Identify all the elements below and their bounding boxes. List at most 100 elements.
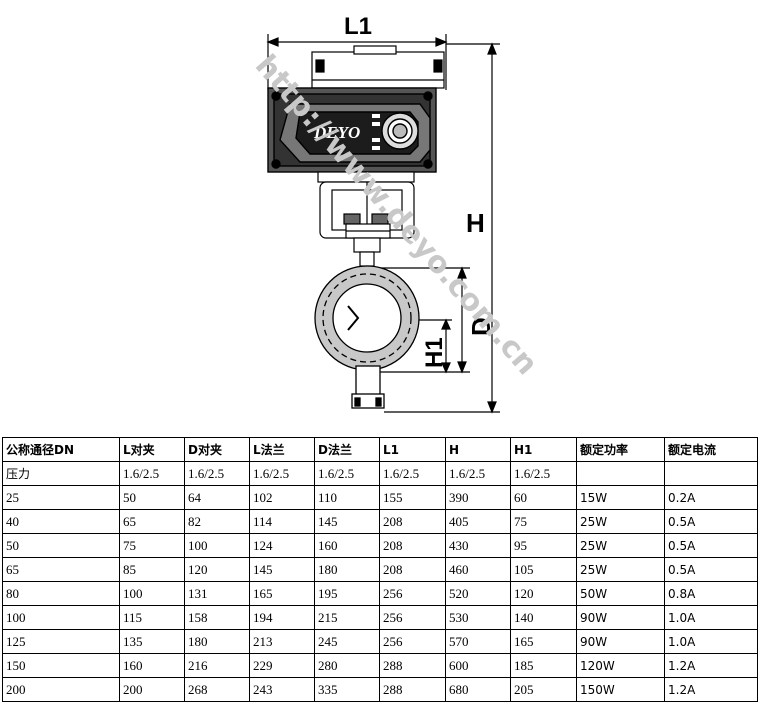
table-cell: 180 [184, 629, 250, 654]
table-cell: 195 [314, 581, 380, 606]
table-cell: 1.2A [664, 677, 758, 702]
table-cell: 155 [379, 485, 446, 510]
column-header: 公称通径DN [2, 437, 120, 462]
valve-body [314, 265, 420, 409]
table-cell: 64 [184, 485, 250, 510]
table-cell: 570 [445, 629, 511, 654]
dimension-h1 [416, 318, 452, 374]
table-cell: 85 [119, 557, 185, 582]
table-cell: 50 [2, 533, 120, 558]
table-cell: 0.5A [664, 509, 758, 534]
table-cell: 208 [379, 557, 446, 582]
table-cell: 50W [576, 581, 665, 606]
table-cell: 1.2A [664, 653, 758, 678]
table-cell: 165 [510, 629, 577, 654]
table-cell: 160 [119, 653, 185, 678]
table-cell: 1.6/2.5 [445, 461, 511, 486]
table-cell: 229 [249, 653, 315, 678]
table-cell: 185 [510, 653, 577, 678]
table-cell: 245 [314, 629, 380, 654]
table-cell: 0.5A [664, 557, 758, 582]
table-cell: 100 [184, 533, 250, 558]
table-cell: 75 [119, 533, 185, 558]
table-cell: 243 [249, 677, 315, 702]
table-cell: 115 [119, 605, 185, 630]
table-cell: 100 [119, 581, 185, 606]
column-header: L对夹 [119, 437, 185, 462]
table-cell: 430 [445, 533, 511, 558]
table-cell: 1.0A [664, 605, 758, 630]
table-cell: 25W [576, 509, 665, 534]
table-cell: 120 [510, 581, 577, 606]
table-cell: 390 [445, 485, 511, 510]
table-cell: 120W [576, 653, 665, 678]
table-cell: 200 [2, 677, 120, 702]
table-cell: 105 [510, 557, 577, 582]
table-cell: 1.6/2.5 [184, 461, 250, 486]
brand-logo: DEYO [313, 123, 360, 142]
table-cell: 158 [184, 605, 250, 630]
table-cell: 140 [510, 605, 577, 630]
table-cell: 280 [314, 653, 380, 678]
table-cell: 114 [249, 509, 315, 534]
table-cell: 405 [445, 509, 511, 534]
table-cell: 100 [2, 605, 120, 630]
dimension-h-label: H [466, 208, 485, 238]
table-cell: 194 [249, 605, 315, 630]
dimension-l1-label: L1 [344, 13, 372, 40]
dimension-h [384, 42, 500, 414]
table-cell: 1.6/2.5 [379, 461, 446, 486]
dimension-d [380, 266, 470, 374]
table-cell: 95 [510, 533, 577, 558]
table-cell: 82 [184, 509, 250, 534]
dimension-d-label: D [466, 317, 496, 336]
table-cell: 1.6/2.5 [249, 461, 315, 486]
table-cell: 102 [249, 485, 315, 510]
table-cell: 520 [445, 581, 511, 606]
column-header: D对夹 [184, 437, 250, 462]
table-cell: 160 [314, 533, 380, 558]
table-cell: 120 [184, 557, 250, 582]
table-cell: 335 [314, 677, 380, 702]
table-cell: 75 [510, 509, 577, 534]
table-cell: 208 [379, 509, 446, 534]
table-cell: 213 [249, 629, 315, 654]
column-header: 额定功率 [576, 437, 665, 462]
table-cell: 216 [184, 653, 250, 678]
table-cell: 135 [119, 629, 185, 654]
table-cell: 25 [2, 485, 120, 510]
table-cell: 1.6/2.5 [510, 461, 577, 486]
actuator-housing [267, 87, 437, 173]
column-header: H1 [510, 437, 577, 462]
column-header: L法兰 [249, 437, 315, 462]
table-cell: 65 [119, 509, 185, 534]
table-cell: 0.8A [664, 581, 758, 606]
column-header: H [445, 437, 511, 462]
table-cell: 124 [249, 533, 315, 558]
table-cell: 压力 [2, 461, 120, 486]
column-header: 额定电流 [664, 437, 758, 462]
mounting-bracket [317, 171, 415, 267]
table-cell: 80 [2, 581, 120, 606]
table-cell [664, 461, 758, 486]
table-cell: 50 [119, 485, 185, 510]
table-cell: 1.0A [664, 629, 758, 654]
table-cell: 680 [445, 677, 511, 702]
table-cell: 208 [379, 533, 446, 558]
table-cell: 288 [379, 677, 446, 702]
table-cell: 110 [314, 485, 380, 510]
table-cell: 0.5A [664, 533, 758, 558]
table-cell: 1.6/2.5 [314, 461, 380, 486]
table-cell: 25W [576, 533, 665, 558]
